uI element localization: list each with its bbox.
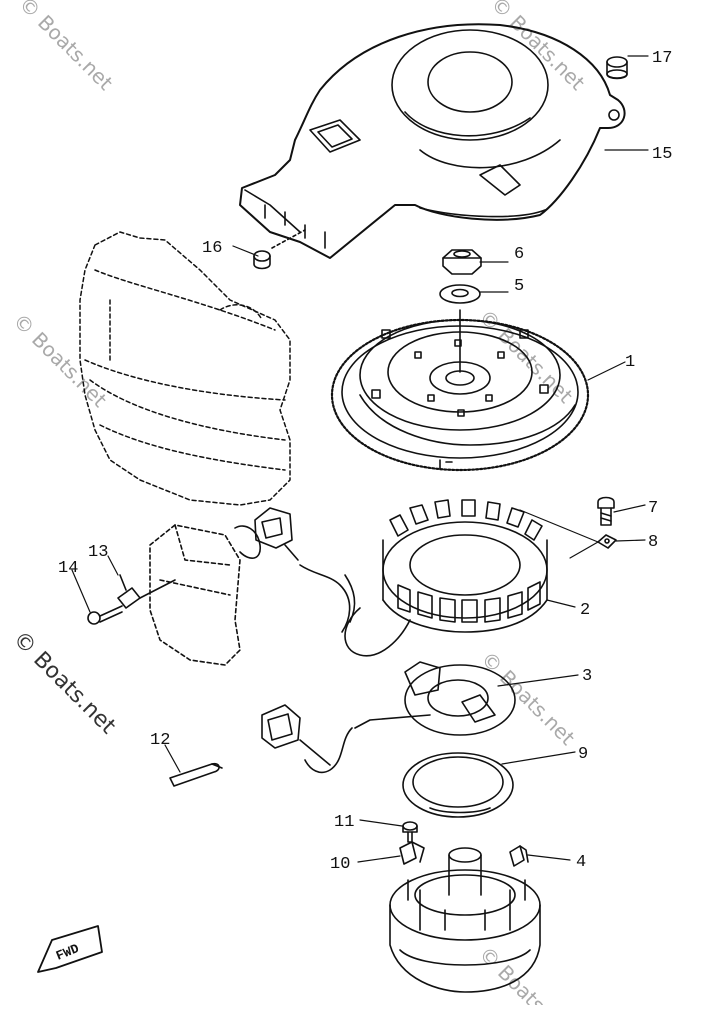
callout-17: 17 xyxy=(652,49,672,68)
callout-14: 14 xyxy=(58,559,78,578)
electrical-box xyxy=(79,231,291,506)
watermarks: © Boats.net © Boats.net © Boats.net © Bo… xyxy=(8,0,590,1010)
grommet-part xyxy=(606,56,628,80)
crankshaft-base xyxy=(389,847,541,993)
nut-part xyxy=(442,249,482,275)
callout-11: 11 xyxy=(334,813,354,832)
callout-7: 7 xyxy=(648,499,658,518)
pulser-coil-part xyxy=(261,661,516,774)
small-screw-part xyxy=(402,821,418,843)
connector-assembly xyxy=(234,507,356,633)
key-part xyxy=(509,845,529,867)
callout-1: 1 xyxy=(625,353,635,372)
callout-labels: 1 2 3 4 5 6 7 8 9 10 11 12 13 14 15 16 1… xyxy=(58,49,672,874)
ring-part xyxy=(402,752,514,818)
watermark-text: © Boats.net xyxy=(14,0,117,95)
washer-small-part xyxy=(519,509,617,559)
callout-9: 9 xyxy=(578,745,588,764)
watermark-text: © Boats.net xyxy=(8,627,121,740)
clamp-part xyxy=(117,574,176,609)
bracket-part xyxy=(399,841,425,865)
callout-13: 13 xyxy=(88,543,108,562)
wiring-bracket xyxy=(149,524,241,666)
watermark-text: © Boats.net xyxy=(476,647,579,750)
leader-lines xyxy=(71,55,649,863)
watermark-text: © Boats.net xyxy=(486,0,589,95)
callout-2: 2 xyxy=(580,601,590,620)
callout-5: 5 xyxy=(514,277,524,296)
stator-part xyxy=(344,499,548,657)
washer-part xyxy=(439,284,481,304)
flywheel-part xyxy=(330,309,590,472)
callout-4: 4 xyxy=(576,853,586,872)
watermark-text: © Boats.net xyxy=(8,309,111,412)
callout-3: 3 xyxy=(582,667,592,686)
callout-16: 16 xyxy=(202,239,222,258)
small-nut-part xyxy=(253,229,306,270)
callout-8: 8 xyxy=(648,533,658,552)
pin-part xyxy=(169,762,223,787)
fwd-direction-marker: FWD xyxy=(37,925,103,973)
screw-part xyxy=(597,496,615,526)
bolt-part xyxy=(87,605,123,625)
callout-15: 15 xyxy=(652,145,672,164)
flywheel-cover xyxy=(239,23,626,259)
callout-12: 12 xyxy=(150,731,170,750)
callout-6: 6 xyxy=(514,245,524,264)
callout-10: 10 xyxy=(330,855,350,874)
